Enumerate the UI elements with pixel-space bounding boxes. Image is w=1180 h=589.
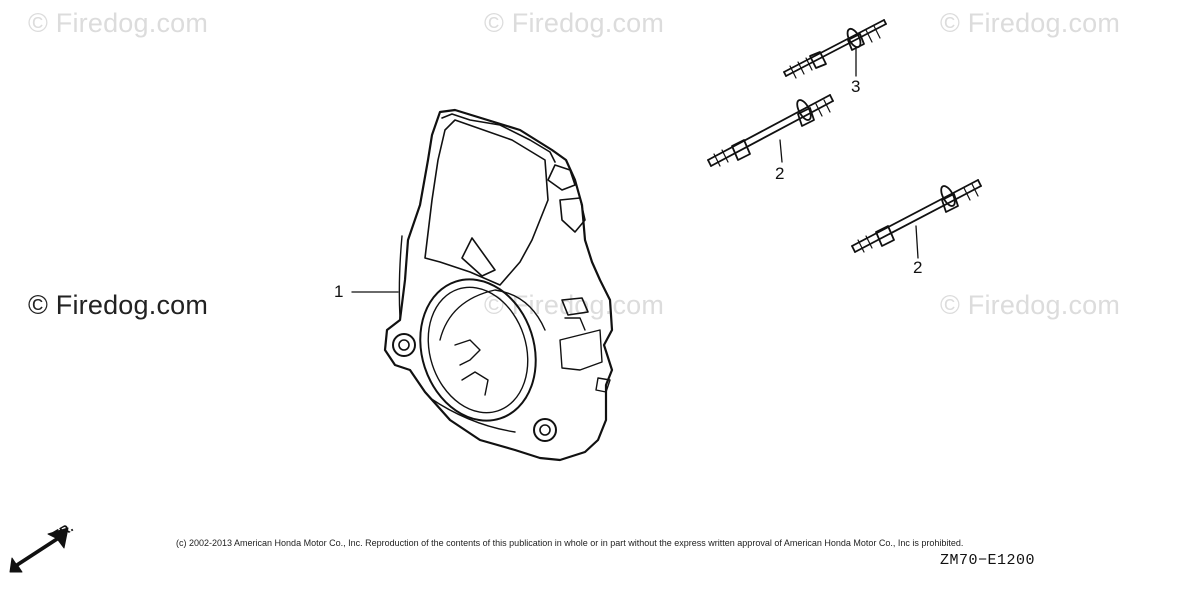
stud-bolt-part-3: [783, 19, 887, 79]
stud-bolt-part-2-upper: [707, 94, 834, 167]
watermark-mid-right: © Firedog.com: [940, 290, 1121, 320]
diagram-code: ZM70−E1200: [940, 552, 1036, 569]
callout-part-2-lower: 2: [913, 258, 923, 277]
watermark-top-center: © Firedog.com: [484, 8, 665, 38]
fan-cover-part: [383, 108, 614, 462]
callout-part-1: 1: [334, 282, 344, 301]
leader-lines: [351, 47, 919, 293]
callout-part-2-upper: 2: [775, 164, 785, 183]
watermark-mid-left: © Firedog.com: [28, 290, 209, 320]
watermark-top-left: © Firedog.com: [28, 8, 209, 38]
watermark-top-right: © Firedog.com: [940, 8, 1121, 38]
front-direction-arrow-icon: [9, 527, 69, 573]
callout-part-3: 3: [851, 77, 861, 96]
stud-bolt-part-2-lower: [851, 179, 982, 253]
copyright-notice: (c) 2002-2013 American Honda Motor Co., …: [176, 538, 964, 548]
